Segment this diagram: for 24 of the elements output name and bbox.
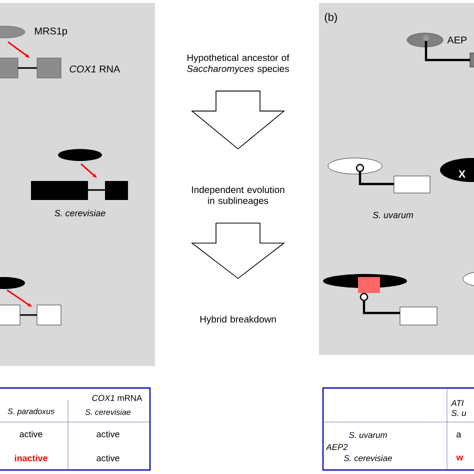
- row-label: S. cerevisiae: [344, 454, 392, 462]
- table-header: COX1 mRNA: [92, 395, 142, 401]
- stage-text: Hypothetical ancestor of Saccharomyces species: [186, 54, 290, 74]
- table-cell: a: [456, 432, 462, 438]
- table-cell: inactive: [14, 454, 48, 462]
- panel-letter: (b): [324, 12, 337, 24]
- stage-text: Hybrid breakdown: [200, 316, 276, 324]
- species-label: S. cerevisiae: [54, 210, 106, 216]
- table-cell: active: [96, 454, 120, 462]
- protein-label: MRS1p: [35, 27, 67, 36]
- mark-symbol: X: [458, 170, 466, 178]
- table-header: S. u: [451, 410, 466, 416]
- row-label: S. uvarum: [348, 432, 387, 438]
- table-cell: active: [20, 430, 42, 438]
- rna-label: COX1 RNA: [70, 65, 120, 73]
- block-arrow: [190, 90, 286, 150]
- table-cell: active: [96, 430, 120, 438]
- stage-text: Independent evolution in sublineages: [192, 186, 284, 206]
- protein-label: AEP: [447, 36, 467, 44]
- table-cell: w: [456, 456, 464, 460]
- block-arrow: [190, 222, 286, 279]
- species-label: S. uvarum: [372, 212, 414, 218]
- row-label: AEP2: [326, 444, 348, 450]
- table-header: ATI: [450, 400, 464, 406]
